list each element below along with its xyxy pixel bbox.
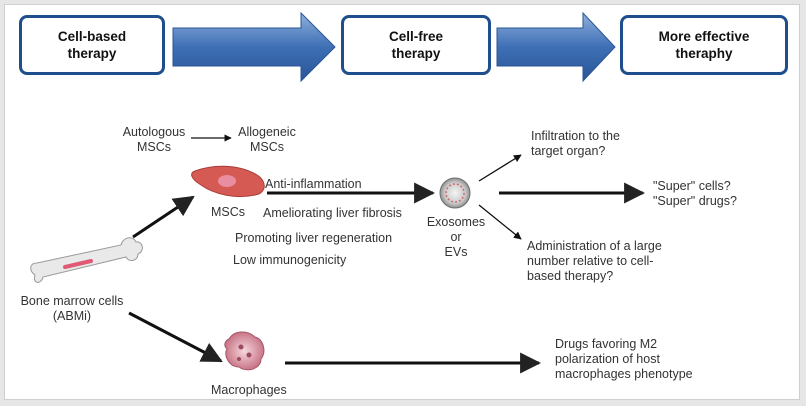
label-bone-marrow-cells: Bone marrow cells (ABMi) [20, 294, 124, 323]
label-allogeneic-mscs: Allogeneic MSCs [238, 125, 296, 154]
progress-arrow-2 [496, 11, 616, 83]
label-exosomes-or-evs: Exosomes or EVs [426, 215, 486, 259]
label-mscs: MSCs [211, 205, 246, 219]
label-autologous-mscs: Autologous MSCs [122, 125, 186, 154]
label-ameliorating-liver-fibrosis: Ameliorating liver fibrosis [263, 206, 402, 220]
progress-arrow-1 [172, 11, 336, 83]
label-super-cells-drugs: "Super" cells? "Super" drugs? [653, 179, 737, 208]
arrow-exosomes-to-administration [478, 204, 522, 240]
label-drugs-m2: Drugs favoring M2 polarization of host m… [555, 337, 693, 381]
label-promoting-liver-regeneration: Promoting liver regeneration [235, 231, 393, 245]
arrow-bone-to-mscs [132, 195, 195, 239]
label-anti-inflammation: Anti-inflammation [265, 177, 362, 191]
exosome-icon [439, 177, 471, 209]
diagram-frame: Cell-based therapy Cell-free therapy Mor… [4, 4, 800, 400]
macrophage-icon [224, 331, 265, 371]
arrow-exosomes-to-infiltration [478, 154, 522, 182]
arrow-bone-to-macrophages [128, 311, 223, 363]
bone-icon [30, 237, 143, 283]
label-infiltration: Infiltration to the target organ? [531, 129, 620, 158]
diagram-graphics [30, 11, 646, 374]
msc-cell-icon [191, 165, 265, 198]
stage-more-effective: More effective theraphy [620, 15, 788, 75]
label-macrophages: Macrophages [211, 383, 287, 397]
label-administration: Administration of a large number relativ… [527, 239, 662, 283]
label-low-immunogenicity: Low immunogenicity [233, 253, 347, 267]
stage-cell-free: Cell-free therapy [341, 15, 491, 75]
stage-cell-based: Cell-based therapy [19, 15, 165, 75]
